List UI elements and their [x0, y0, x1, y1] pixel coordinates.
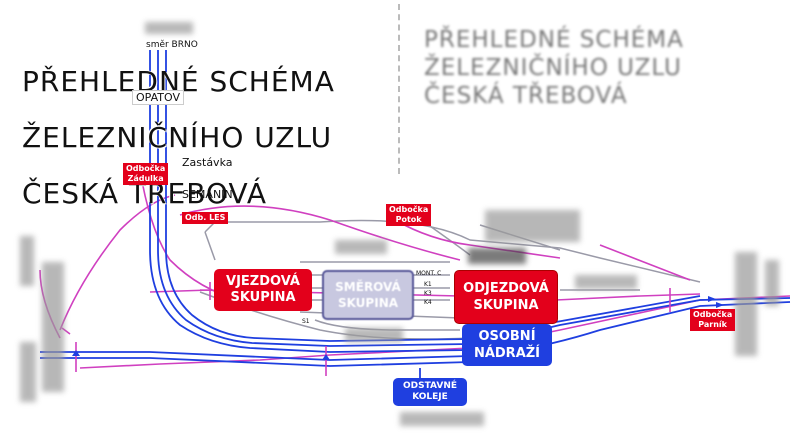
obscured-label	[735, 252, 757, 356]
page-title: PŘEHLEDNÉ SCHÉMA ŽELEZNIČNÍHO UZLU ČESKÁ…	[22, 54, 334, 222]
obscured-label	[765, 260, 779, 306]
junction-marks	[61, 282, 671, 376]
obscured-label	[335, 240, 387, 254]
obscured-label	[145, 22, 193, 34]
obscured-label	[20, 342, 36, 402]
obscured-label	[468, 248, 526, 264]
page-title-blurred: PŘEHLEDNÉ SCHÉMA ŽELEZNIČNÍHO UZLU ČESKÁ…	[424, 26, 724, 110]
k4-label: K4	[424, 299, 432, 306]
title-right-line-2: ŽELEZNIČNÍHO UZLU	[424, 55, 682, 81]
junction-arrows	[72, 296, 724, 360]
obscured-label	[345, 328, 403, 342]
junction-tag-les: Odb. LES	[182, 212, 229, 224]
blue-tracks	[40, 50, 791, 380]
obscured-label	[400, 412, 484, 426]
zastavka-label: Zastávka	[182, 156, 233, 169]
title-line-2: ŽELEZNIČNÍHO UZLU	[22, 121, 333, 154]
obscured-label	[575, 275, 637, 289]
opatov-label: OPATOV	[132, 90, 184, 105]
title-right-line-1: PŘEHLEDNÉ SCHÉMA	[424, 27, 684, 53]
k3-label: K3	[424, 290, 432, 297]
obscured-label	[485, 210, 580, 242]
s1-label: S1	[302, 318, 310, 325]
obscured-label	[20, 236, 34, 286]
semanin-label: SEMANÍN	[182, 188, 233, 201]
k1-label: K1	[424, 281, 432, 288]
obscured-label	[42, 262, 64, 392]
dashed-divider	[398, 4, 400, 174]
direction-brno-label: směr BRNO	[144, 40, 200, 50]
mont-c-label: MONT. C	[416, 270, 442, 277]
title-right-line-3: ČESKÁ TŘEBOVÁ	[424, 83, 628, 109]
title-line-3: ČESKÁ TŘEBOVÁ	[22, 177, 267, 210]
